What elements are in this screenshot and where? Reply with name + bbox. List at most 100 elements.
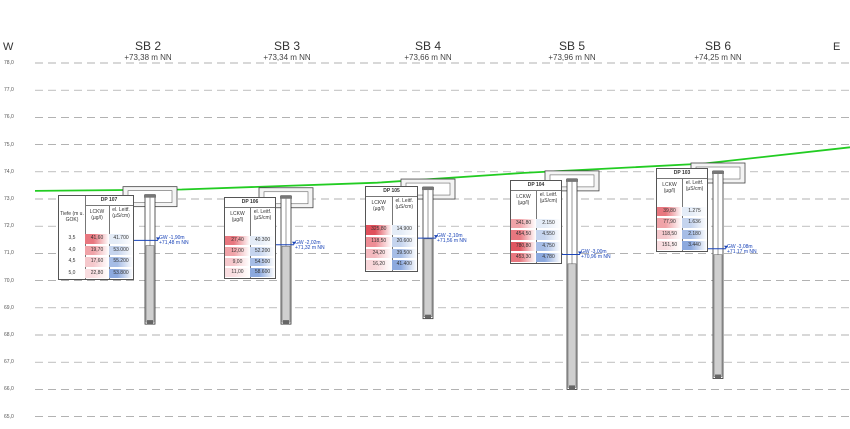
groundwater-elevation: +71,17 m NN [727, 248, 757, 255]
groundwater-elevation: +71,32 m NN [295, 244, 325, 251]
y-tick-label: 68,0 [4, 332, 14, 338]
filter-section [713, 254, 723, 377]
el-cell: 1.275 [682, 207, 707, 217]
borehole-title: SB 4+73,66 m NN [404, 40, 451, 63]
lckw-cell: 17,60 [85, 257, 109, 267]
well-sump [425, 314, 431, 319]
lckw-cell: 151,50 [657, 240, 682, 250]
lckw-cell: 22,80 [85, 268, 109, 278]
el-cell: 53.000 [109, 245, 133, 255]
lckw-cell: 77,90 [657, 218, 682, 228]
tiefe-cell: 3,5 [68, 235, 76, 241]
tiefe-header: Tiefe (m u. GOK) [60, 211, 84, 223]
lckw-cell: 453,30 [511, 252, 536, 262]
lckw-cell: 780,80 [511, 241, 536, 251]
borehole-elevation: +73,34 m NN [263, 53, 311, 62]
lckw-cell: 118,50 [366, 236, 392, 247]
y-tick-label: 72,0 [4, 223, 14, 230]
borehole-name: SB 5 [558, 39, 586, 53]
filter-section [281, 245, 291, 323]
filter-section [423, 238, 433, 317]
groundwater-label: GW -3,00m [581, 249, 607, 256]
lckw-header: LCKW (µg/l) [230, 211, 245, 223]
lckw-header: LCKW (µg/l) [89, 209, 105, 221]
groundwater-elevation: +71,56 m NN [437, 238, 467, 245]
el-cell: 2.150 [536, 219, 561, 229]
groundwater-elevation: +70,96 m NN [581, 254, 611, 261]
el-cell: 53.800 [109, 268, 133, 278]
well-sump [147, 320, 153, 325]
groundwater-label: GW -1,90m [159, 235, 185, 242]
east-label: E [833, 41, 841, 53]
el-cell: 3.440 [682, 240, 707, 250]
y-tick-label: 70,0 [4, 277, 14, 284]
lckw-cell: 39,80 [657, 207, 682, 217]
groundwater-marker [156, 237, 160, 241]
lckw-cell: 118,50 [657, 229, 682, 239]
el-cell: 14.900 [391, 225, 417, 235]
el-cell: 4.780 [536, 252, 561, 262]
borehole-title: SB 3+73,34 m NN [263, 40, 310, 63]
el-cell: 41.400 [391, 260, 417, 270]
y-tick-label: 66,0 [4, 386, 14, 393]
y-tick-label: 69,0 [4, 304, 14, 311]
el-cell: 4.750 [536, 241, 561, 251]
groundwater-elevation: +71,48 m NN [159, 240, 189, 247]
groundwater-label: GW -3,08m [727, 243, 753, 250]
y-tick-label: 74,0 [4, 168, 14, 175]
el-header: el. Leitf. (µS/cm) [685, 180, 704, 192]
borehole-elevation: +73,66 m NN [404, 53, 452, 62]
el-cell: 54.500 [250, 257, 275, 267]
groundwater-marker [292, 241, 296, 245]
lckw-header: LCKW (µg/l) [516, 194, 531, 206]
el-cell: 58.600 [250, 268, 275, 277]
lckw-cell: 24,20 [366, 248, 392, 259]
y-tick-label: 78,0 [4, 60, 14, 66]
lckw-cell: 12,00 [225, 246, 250, 256]
el-cell: 20.600 [391, 236, 417, 247]
well-cap [280, 195, 292, 199]
groundwater-label: GW -2,10m [437, 233, 463, 240]
well-cap [144, 194, 156, 198]
y-tick-label: 75,0 [4, 141, 14, 148]
borehole-title: SB 6+74,25 m NN [694, 40, 741, 63]
lckw-cell: 341,80 [511, 219, 536, 229]
el-header: el. Leitf. (µS/cm) [539, 192, 558, 204]
lckw-cell: 11,00 [225, 268, 250, 277]
el-cell: 2.180 [682, 229, 707, 239]
borehole-name: SB 2 [134, 39, 162, 53]
y-tick-label: 77,0 [4, 87, 14, 94]
el-cell: 40.300 [250, 236, 275, 245]
lckw-cell: 19,70 [85, 245, 109, 255]
tiefe-cell: 4,5 [68, 258, 76, 264]
y-tick-label: 73,0 [4, 196, 14, 202]
el-cell: 39.500 [391, 248, 417, 259]
el-header: el. Leitf. (µS/cm) [395, 198, 414, 210]
borehole-name: SB 6 [704, 39, 732, 53]
filter-section [567, 263, 577, 388]
groundwater-marker [434, 235, 438, 239]
lckw-cell: 41,60 [85, 234, 109, 244]
el-cell: 41.700 [109, 234, 133, 244]
borehole-name: SB 4 [414, 39, 442, 53]
lckw-cell: 16,20 [366, 260, 392, 270]
filter-section [145, 245, 155, 323]
well-sump [283, 320, 289, 325]
lckw-cell: 325,80 [366, 225, 392, 235]
well-sump [715, 374, 721, 379]
y-tick-label: 71,0 [4, 250, 14, 257]
groundwater-marker [578, 251, 582, 255]
borehole-elevation: +73,38 m NN [124, 53, 172, 62]
el-header: el. Leitf. (µS/cm) [112, 207, 130, 219]
y-tick-label: 67,0 [4, 359, 14, 366]
lckw-header: LCKW (µg/l) [371, 200, 386, 212]
well-cap [566, 178, 578, 182]
lckw-cell: 27,40 [225, 236, 250, 245]
el-cell: 55.200 [109, 257, 133, 267]
